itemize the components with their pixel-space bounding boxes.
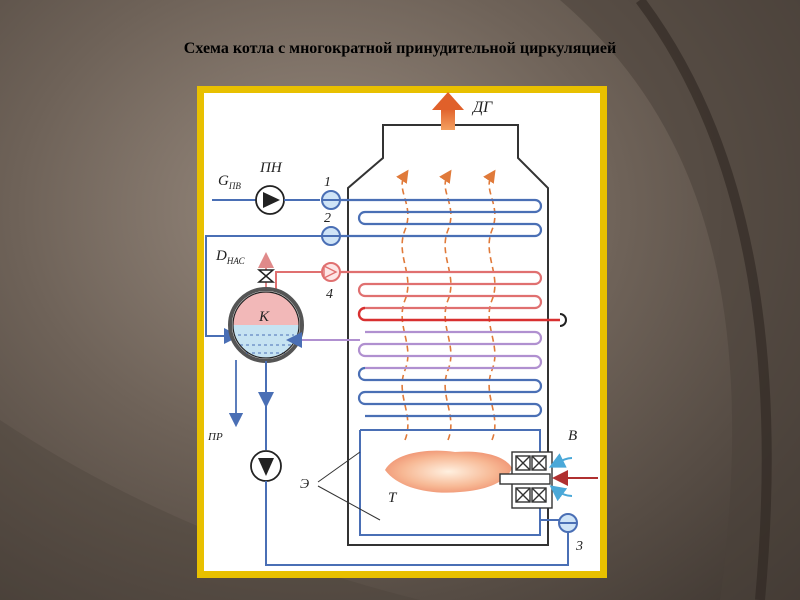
circulation-pump [250,450,282,482]
evaporator-coils [357,366,543,418]
air-arrow-top [548,453,573,468]
feed-pump [255,185,285,215]
header-2 [321,226,341,246]
boiler-casing [347,124,549,546]
blowdown-label: ПР [207,431,223,443]
flue-gas-arrow [432,92,464,130]
label-4: 4 [326,287,333,302]
furnace-label: Т [388,490,398,506]
label-2: 2 [324,211,331,226]
steam-valve [256,269,276,283]
slide-title: Схема котла с многократной принудительно… [183,40,617,57]
superheater-outlet [357,306,560,322]
drum-to-superheater-line [275,271,322,296]
steam-label: DНАС [215,248,246,266]
label-1: 1 [324,175,331,190]
steam-drum [228,287,304,363]
feed-pump-label: ПН [259,160,283,176]
circulation-line [265,481,569,566]
economizer-coils [335,198,543,238]
gas-flow-lines [396,169,496,441]
flue-gas-label: ДГ [471,99,493,116]
economizer-label: Э [300,477,309,492]
superheater-outlet-cap [559,313,567,327]
air-label: В [568,428,577,444]
burner-block [499,451,553,509]
reheater-coils [357,330,543,370]
economizer-to-drum-line [205,235,322,344]
drum-label: К [258,309,270,325]
label-3: 3 [575,539,583,554]
economizer-leader-lines [317,451,381,521]
air-arrow-bottom [549,485,573,502]
furnace-flame [385,450,512,493]
superheater-coils [335,270,543,310]
header-3 [558,513,578,533]
header-1 [321,190,341,210]
feed-water-label: GПВ [218,173,241,191]
header-4 [321,262,341,282]
